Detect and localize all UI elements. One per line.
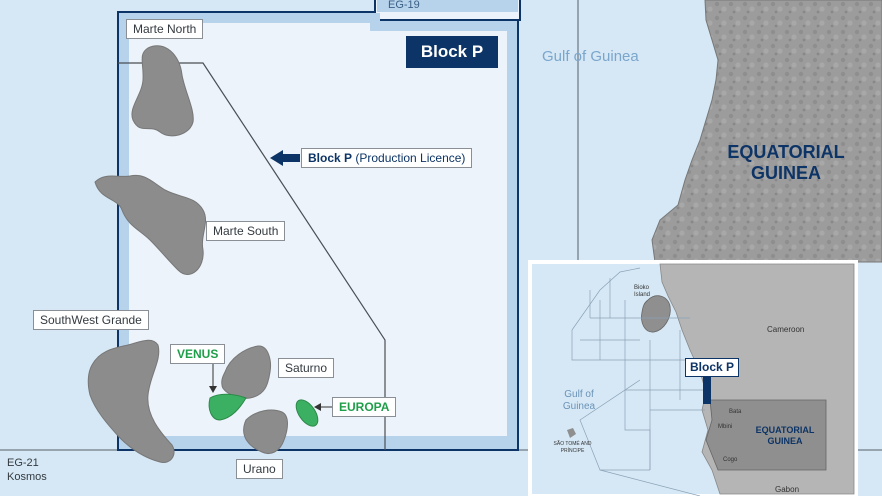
inset-mbini-label: Mbini xyxy=(718,424,733,430)
eg19-block-band xyxy=(377,0,518,12)
block-p-title: Block P xyxy=(406,36,498,68)
field-europa-shape xyxy=(295,399,319,427)
field-saturno-shape xyxy=(221,345,271,399)
inset-bata-label: Bata xyxy=(729,409,742,415)
licence-label: Block P (Production Licence) xyxy=(301,148,473,168)
field-marte-north-shape xyxy=(131,45,194,137)
inset-eq-guinea xyxy=(705,399,827,471)
gulf-of-guinea-label: Gulf of Guinea xyxy=(542,48,639,65)
field-label-marte-north: Marte North xyxy=(126,19,204,39)
inset-block-p-label: Block P xyxy=(685,358,739,377)
venus-arrowhead xyxy=(209,386,217,393)
inset-gabon-label: Gabon xyxy=(775,485,800,494)
licence-label-bold: Block P xyxy=(308,151,353,165)
block-p-bottom-band xyxy=(120,436,516,448)
field-urano-shape xyxy=(243,409,288,454)
adjacent-block-name: EG-21 xyxy=(7,457,39,469)
field-label-europa: EUROPA xyxy=(332,397,397,417)
field-marte-south-shape xyxy=(94,174,207,275)
inset-country-label: EQUATORIAL GUINEA xyxy=(755,425,815,446)
inset-sao-tome xyxy=(567,428,576,438)
country-label: EQUATORIAL GUINEA xyxy=(727,142,845,183)
inset-bioko xyxy=(641,295,671,333)
inset-cameroon-label: Cameroon xyxy=(767,325,805,334)
field-label-southwest-grande: SouthWest Grande xyxy=(33,310,149,330)
licence-arrow xyxy=(270,150,300,166)
field-label-saturno: Saturno xyxy=(278,358,335,378)
field-label-venus: VENUS xyxy=(170,344,226,364)
licence-label-rest: (Production Licence) xyxy=(355,151,466,165)
inset-map xyxy=(528,260,858,496)
field-southwest-grande-shape xyxy=(87,339,175,464)
inset-sao-tome-label: SÃO TOMÉ AND PRÍNCIPE xyxy=(553,441,592,454)
europa-arrowhead xyxy=(314,403,321,411)
field-label-marte-south: Marte South xyxy=(206,221,286,241)
inset-bioko-label: Bioko Island xyxy=(634,285,651,298)
inset-cogo-label: Cogo xyxy=(723,457,738,463)
block-p-area xyxy=(117,11,519,451)
field-label-urano: Urano xyxy=(236,459,283,479)
inset-gulf-label: Gulf of Guinea xyxy=(562,389,596,412)
field-venus-shape xyxy=(208,393,247,421)
eg19-block-label: EG-19 xyxy=(388,0,420,11)
inset-block-p-marker xyxy=(703,372,711,404)
adjacent-block-operator: Kosmos xyxy=(7,471,47,483)
